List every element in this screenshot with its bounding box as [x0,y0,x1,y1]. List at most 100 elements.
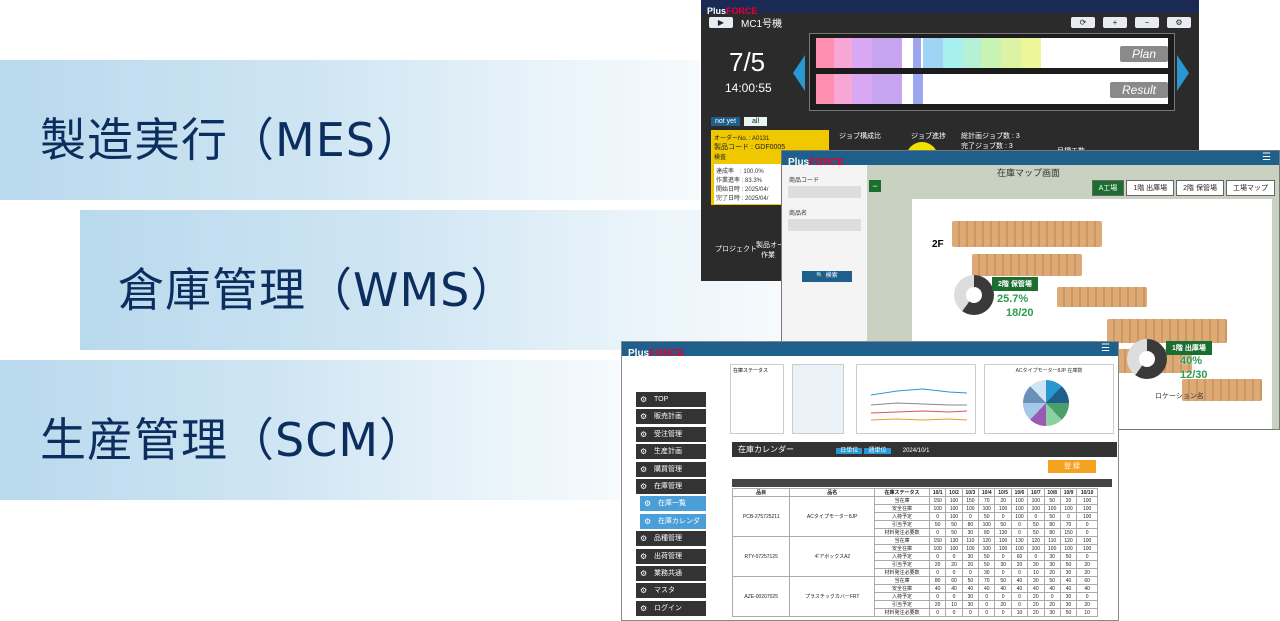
table-cell: 100 [1059,504,1078,513]
table-header: 10/1 [928,488,947,497]
calendar-scroll[interactable] [732,479,1112,487]
table-cell: 0 [1010,568,1029,577]
table-cell: 150 [928,496,947,505]
tab-floor1[interactable]: 1階 出庫場 [1126,180,1175,196]
menu-icon[interactable]: ☰ [1101,343,1110,354]
menu-shipping[interactable]: 出荷管理 [636,548,706,564]
table-cell: 130 [994,528,1012,537]
plan-label: Plan [1119,46,1168,62]
menu-icon[interactable]: ☰ [1262,152,1271,163]
floor2-label: 2F [932,239,944,250]
table-cell: 0 [928,592,947,601]
menu-production-plan[interactable]: 生産計画 [636,444,706,460]
menu-inventory-list[interactable]: 在庫一覧 [640,496,706,512]
table-cell: 50 [945,528,963,537]
table-cell: 50 [1043,496,1061,505]
table-cell: 0 [945,608,963,617]
table-cell: 30 [994,560,1012,569]
stat-progress: 作業進率 : 83.3% [716,178,763,184]
filter-panel [792,364,844,434]
menu-top[interactable]: TOP [636,392,706,407]
table-cell: 100 [1027,504,1045,513]
zone2-label[interactable]: 2階 保管場 [992,277,1038,291]
menu-login[interactable]: ログイン [636,600,706,616]
table-cell: 当在庫 [874,496,930,505]
tab-floor2[interactable]: 2階 保管場 [1176,180,1224,196]
table-cell: 50 [978,552,996,561]
table-cell: 50 [1059,608,1078,617]
search-button[interactable]: 🔍 検索 [802,271,852,282]
menu-inventory-calendar[interactable]: 在庫カレンダー [640,513,706,540]
table-cell: 30 [961,600,980,609]
table-cell: 100 [961,544,980,553]
table-cell: 0 [928,608,947,617]
menu-inventory[interactable]: 在庫管理 [636,478,706,494]
map-canvas: 2F 1F 2階 保管場 25.7% 18/20 1階 出庫場 40% 12/3… [912,199,1272,429]
next-arrow-icon[interactable] [1177,55,1189,91]
product-code-input[interactable] [788,186,861,198]
day-unit-button[interactable]: 日単位 [836,448,863,454]
table-cell: 40 [1010,576,1029,585]
menu-sales-plan[interactable]: 販売計画 [636,409,706,425]
table-header: 10/6 [1010,488,1029,497]
table-cell: 30 [1027,576,1045,585]
table-cell: 0 [1076,520,1098,529]
result-row [816,74,1168,104]
inspect-label: 検査 [714,155,727,161]
item-name: プラスチックカバーFRT [789,576,876,617]
table-cell: 100 [994,544,1012,553]
menu-purchasing[interactable]: 購買管理 [636,461,706,477]
table-header: 10/4 [978,488,996,497]
table-cell: 20 [1027,592,1045,601]
zoom-in-icon[interactable]: + [1103,16,1127,28]
table-cell: 40 [1010,584,1029,593]
table-cell: 0 [961,568,980,577]
tab-factory-map[interactable]: 工場マップ [1226,180,1275,196]
table-cell: 20 [994,496,1012,505]
table-cell: 10 [1010,608,1029,617]
table-cell: 60 [1076,576,1098,585]
prev-arrow-icon[interactable] [793,55,805,91]
table-cell: 50 [978,560,996,569]
table-cell: 100 [945,544,963,553]
table-cell: 100 [1027,496,1045,505]
table-cell: 0 [1076,528,1098,537]
refresh-icon[interactable]: ⟳ [1071,16,1095,28]
floor1-donut [1127,339,1167,379]
table-cell: 20 [961,560,980,569]
table-cell: 10 [945,600,963,609]
week-unit-button[interactable]: 週単位 [864,448,891,454]
product-name-input[interactable] [788,219,861,231]
table-cell: 40 [1043,584,1061,593]
table-cell: 20 [1027,608,1045,617]
play-icon[interactable]: ▶ [709,16,733,28]
settings-icon[interactable]: ⚙ [1167,16,1191,28]
zone1-label[interactable]: 1階 出庫場 [1166,341,1212,355]
menu-common[interactable]: 業務共通 [636,565,706,581]
table-cell: 80 [928,576,947,585]
table-cell: 40 [994,584,1012,593]
zoom-out-icon[interactable]: − [1135,16,1159,28]
stat-start: 開始日時 : 2025/04/ [716,187,769,193]
table-cell: 40 [1076,584,1098,593]
table-cell: 安全在庫 [874,584,930,593]
collapse-button[interactable]: − [869,180,881,192]
table-cell: 0 [994,592,1012,601]
table-cell: 0 [1076,592,1098,601]
menu-orders[interactable]: 受注管理 [636,426,706,442]
table-cell: 40 [1059,576,1078,585]
menu-master[interactable]: マスタ [636,583,706,599]
filter-not-yet[interactable]: not yet [711,117,741,126]
register-button[interactable]: 登 録 [1048,460,1096,473]
work-label: 作業 [761,252,775,259]
filter-all[interactable]: all [744,117,768,126]
menu-item-types[interactable]: 品種管理 [636,531,706,547]
tab-factory-a[interactable]: A工場 [1091,180,1125,196]
side-menu: TOP 販売計画 受注管理 生産計画 購買管理 在庫管理 在庫一覧 在庫カレンダ… [636,392,706,618]
zone1-percent: 40% [1180,355,1203,367]
table-cell: 30 [1059,568,1078,577]
table-cell: 80 [961,520,980,529]
